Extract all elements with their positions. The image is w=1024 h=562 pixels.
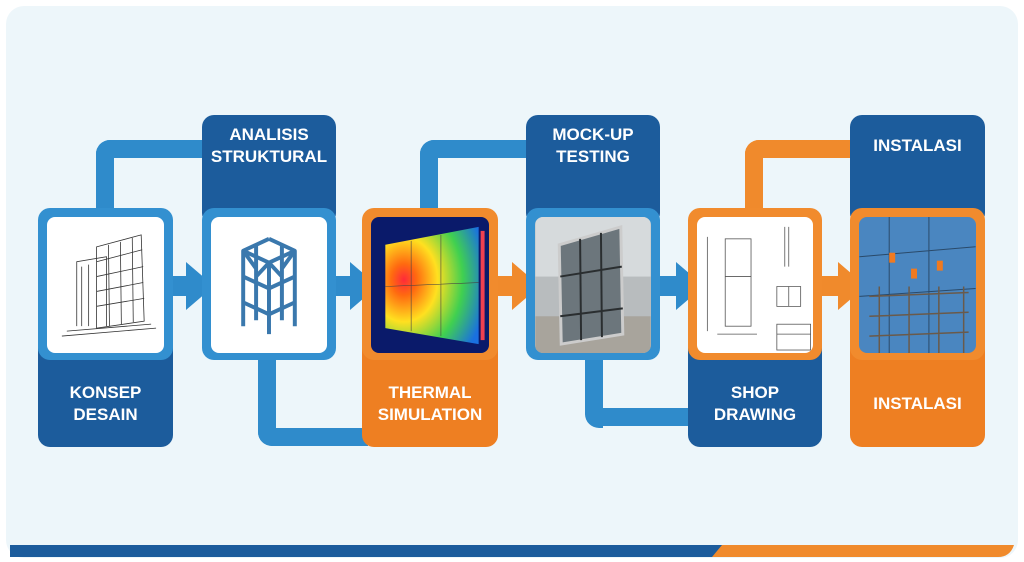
step-mockup-testing-label: MOCK-UP TESTING bbox=[526, 115, 660, 225]
connector-2-3-bottom bbox=[258, 428, 368, 446]
building-sketch-icon bbox=[47, 217, 164, 353]
label-line: INSTALASI bbox=[873, 136, 962, 155]
connector-4-5-bottom bbox=[585, 408, 693, 426]
label-line: ANALISIS bbox=[229, 125, 309, 144]
arrow-5-6 bbox=[818, 262, 866, 310]
connector-1-2-top bbox=[96, 140, 206, 158]
bottom-accent-bar bbox=[10, 545, 1014, 557]
label-line: KONSEP bbox=[69, 382, 142, 402]
label-line: STRUKTURAL bbox=[210, 147, 328, 166]
label-line: INSTALASI bbox=[873, 393, 962, 413]
label-line: DRAWING bbox=[713, 404, 797, 424]
technical-drawing-icon bbox=[697, 217, 813, 353]
label-line: MOCK-UP bbox=[552, 125, 634, 144]
step-mockup-testing-frame bbox=[526, 208, 660, 360]
arrow-3-4 bbox=[494, 262, 540, 310]
mockup-panel-icon bbox=[535, 217, 651, 353]
step-thermal-simulation-frame bbox=[362, 208, 498, 360]
label-line: DESAIN bbox=[73, 404, 138, 424]
structural-frame-icon bbox=[211, 217, 327, 353]
installation-photo-icon bbox=[859, 217, 976, 353]
arrow-1-2 bbox=[168, 262, 214, 310]
label-line: SIMULATION bbox=[377, 404, 483, 424]
step-instalasi-frame bbox=[850, 208, 985, 360]
step-konsep-desain-frame bbox=[38, 208, 173, 360]
label-line: SHOP bbox=[730, 382, 780, 402]
arrow-2-3 bbox=[330, 262, 378, 310]
label-line: TESTING bbox=[556, 147, 630, 166]
arrow-4-5 bbox=[656, 262, 704, 310]
connector-3-4-top bbox=[420, 140, 530, 158]
label-line: THERMAL bbox=[388, 382, 472, 402]
step-analisis-struktural-label: ANALISIS STRUKTURAL bbox=[202, 115, 336, 225]
connector-2-3 bbox=[258, 358, 276, 446]
step-analisis-struktural-frame bbox=[202, 208, 336, 360]
thermal-map-icon bbox=[371, 217, 489, 353]
step-shop-drawing-frame bbox=[688, 208, 822, 360]
connector-5-6-top bbox=[745, 140, 855, 158]
step-instalasi-top-label: INSTALASI bbox=[850, 115, 985, 225]
